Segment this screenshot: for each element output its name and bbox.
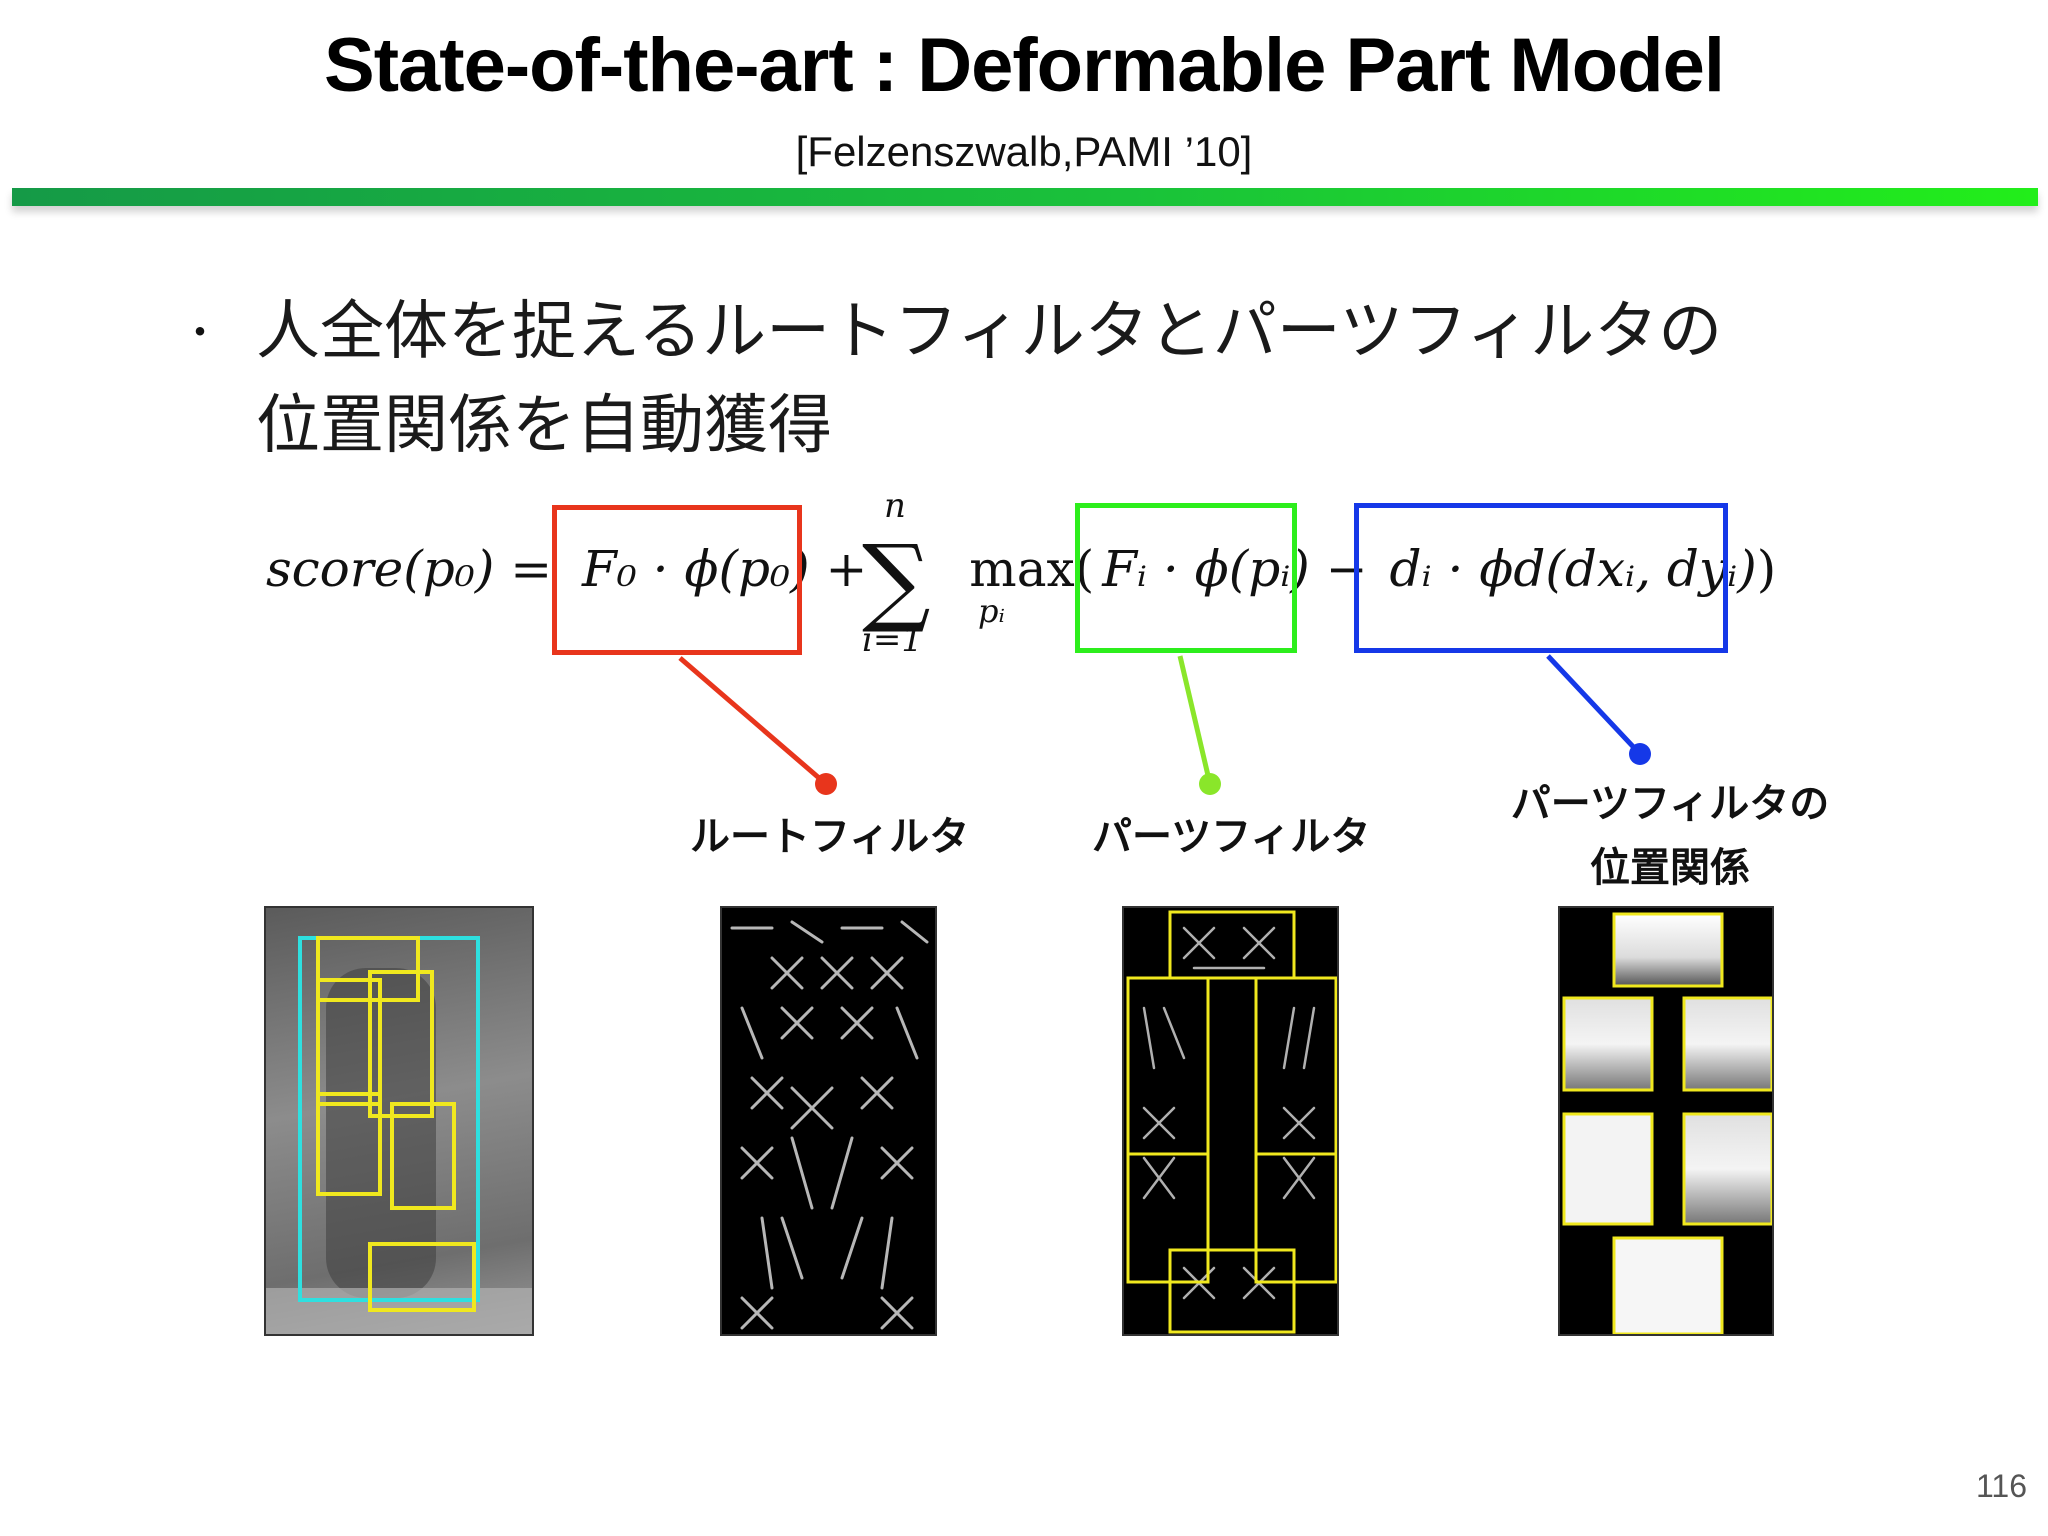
deformation-pattern	[1562, 912, 1772, 1334]
bullet-text-line-2: 位置関係を自動獲得	[256, 389, 832, 463]
part-connector-dot	[1199, 773, 1221, 795]
root-filter-label: ルートフィルタ	[690, 814, 970, 860]
feet-cost-cell	[1612, 1236, 1724, 1334]
page-number: 116	[1976, 1468, 2028, 1504]
part-hog-pattern	[1126, 910, 1337, 1334]
detection-overlay	[266, 936, 532, 1334]
head-part-box	[1168, 910, 1296, 980]
left-leg-cost-cell	[1562, 1112, 1654, 1226]
formula-deformation-term: dᵢ · ϕd(dxᵢ, dyᵢ)	[1389, 540, 1757, 598]
formula-root-term: F₀ · ϕ(p₀)	[582, 540, 810, 598]
right-leg-cost-cell	[1682, 1112, 1772, 1226]
hog-pattern	[730, 920, 929, 1330]
part-connector-line	[1177, 655, 1213, 785]
head-cost-cell	[1612, 912, 1724, 988]
deformation-highlight-box	[1354, 503, 1728, 653]
right-leg-part-box	[1254, 1152, 1337, 1284]
deformation-label-line-1: パーツフィルタの	[1510, 781, 1830, 827]
part-box	[316, 1092, 382, 1196]
title-divider	[12, 188, 2038, 206]
detection-photo	[264, 906, 534, 1336]
feet-part-box	[1168, 1248, 1296, 1334]
formula-part-term: Fᵢ · ϕ(pᵢ)	[1102, 540, 1310, 598]
sum-symbol: ∑	[862, 524, 931, 636]
citation: [Felzenszwalb,PAMI ’10]	[795, 128, 1253, 175]
deformation-connector-line	[1546, 654, 1642, 756]
root-filter-hog-image	[720, 906, 937, 1336]
part-filters-hog-image	[1122, 906, 1339, 1336]
part-box	[390, 1102, 456, 1210]
deformation-label: パーツフィルタの 位置関係	[1500, 772, 1840, 900]
part-box	[368, 1242, 476, 1312]
formula-close-paren: )	[1756, 540, 1777, 598]
part-filter-highlight-box	[1075, 503, 1297, 653]
max-subscript: pᵢ	[978, 592, 1005, 630]
formula-max: max	[969, 540, 1075, 598]
part-filter-label: パーツフィルタ	[1092, 814, 1371, 860]
formula-minus: −	[1309, 540, 1384, 598]
formula-plus: +	[809, 540, 884, 598]
bullet-text-line-1: 人全体を捉えるルートフィルタとパーツフィルタの	[256, 295, 1723, 369]
root-connector-line	[678, 656, 828, 786]
left-arm-cost-cell	[1562, 996, 1654, 1092]
deformation-cost-image	[1558, 906, 1774, 1336]
root-filter-highlight-box	[552, 505, 802, 655]
part-box	[316, 978, 382, 1106]
slide-title: State-of-the-art : Deformable Part Model	[324, 23, 1725, 108]
deformation-connector-dot	[1629, 743, 1651, 765]
sum-lower-limit: i=1	[862, 620, 923, 660]
deformation-label-line-2: 位置関係	[1590, 845, 1750, 891]
bullet-marker: ・	[180, 310, 220, 356]
right-arm-cost-cell	[1682, 996, 1772, 1092]
formula-lhs: score(p₀) =	[266, 540, 569, 598]
part-box	[368, 970, 434, 1118]
left-arm-part-box	[1126, 976, 1210, 1156]
root-connector-dot	[815, 773, 837, 795]
sum-upper-limit: n	[884, 486, 906, 526]
left-leg-part-box	[1126, 1152, 1210, 1284]
